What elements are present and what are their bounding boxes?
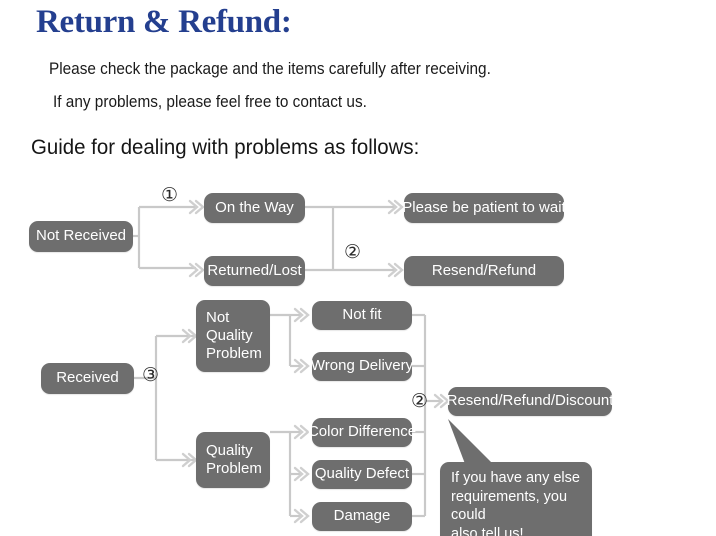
callout-line-2: requirements, you could xyxy=(451,488,568,524)
node-wrong-delivery[interactable]: Wrong Delivery xyxy=(311,352,413,381)
node-on-the-way[interactable]: On the Way xyxy=(204,193,305,223)
node-label-line: Quality xyxy=(206,441,253,459)
callout-line-1: If you have any else xyxy=(451,470,580,486)
node-color-difference[interactable]: Color Difference xyxy=(308,418,416,447)
node-please-be-patient-to-wait[interactable]: Please be patient to wait xyxy=(402,193,566,223)
page-title: Return & Refund: xyxy=(36,4,292,40)
step-marker-2-top: ② xyxy=(344,242,362,263)
step-marker-3: ③ xyxy=(142,365,160,386)
node-label-line: Not xyxy=(206,308,230,326)
node-quality-defect[interactable]: Quality Defect xyxy=(312,460,412,489)
node-resend-refund-discount[interactable]: Resend/Refund/Discount xyxy=(447,387,613,416)
callout-bubble: If you have any else requirements, you c… xyxy=(440,462,592,536)
node-label-line: Problem xyxy=(206,345,262,363)
intro-line-1: Please check the package and the items c… xyxy=(49,60,491,78)
node-damage[interactable]: Damage xyxy=(312,502,412,531)
node-label-line: Quality xyxy=(206,326,253,344)
node-received[interactable]: Received xyxy=(41,363,134,394)
node-not-fit[interactable]: Not fit xyxy=(312,301,412,330)
node-resend-refund[interactable]: Resend/Refund xyxy=(404,256,564,286)
node-not-received[interactable]: Not Received xyxy=(29,221,133,252)
step-marker-1: ① xyxy=(161,185,179,206)
step-marker-2-bottom: ② xyxy=(411,391,429,412)
intro-line-2: If any problems, please feel free to con… xyxy=(53,93,367,111)
node-label-line: Problem xyxy=(206,460,262,477)
guide-heading: Guide for dealing with problems as follo… xyxy=(31,135,420,159)
node-not-quality-problem[interactable]: Not Quality Problem xyxy=(196,300,270,372)
callout-line-3: also tell us! xyxy=(451,525,524,536)
node-quality-problem[interactable]: Quality Problem xyxy=(196,432,270,488)
node-returned-lost[interactable]: Returned/Lost xyxy=(204,256,305,286)
